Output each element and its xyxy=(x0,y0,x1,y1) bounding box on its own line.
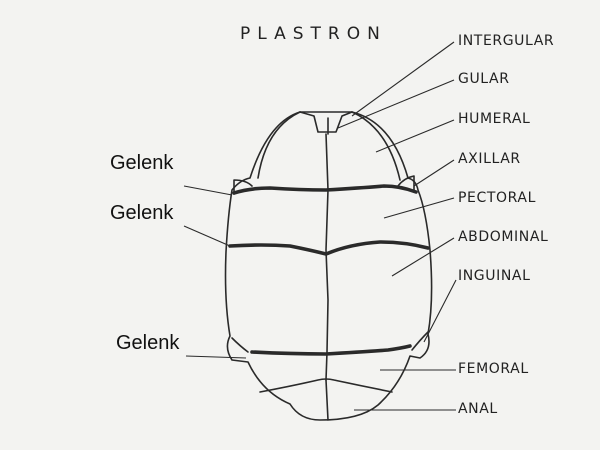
hinge-line-2 xyxy=(228,240,430,256)
leader-axillar xyxy=(413,159,455,187)
leader-gelenk-1 xyxy=(183,185,233,196)
leader-inguinal xyxy=(423,279,457,343)
label-femoral: FEMORAL xyxy=(458,361,529,377)
leader-pectoral xyxy=(383,197,455,219)
label-intergular: INTERGULAR xyxy=(458,33,555,49)
axillar-right xyxy=(397,175,415,193)
leader-intergular xyxy=(351,41,455,117)
leader-abdominal xyxy=(391,237,455,277)
humeral-boundary-right xyxy=(351,111,401,181)
humeral-boundary-left xyxy=(257,111,301,179)
inguinal-right xyxy=(411,331,429,351)
label-abdominal: ABDOMINAL xyxy=(458,229,549,245)
femoral-anal-boundary xyxy=(259,378,393,393)
hinge-label-1: Gelenk xyxy=(110,152,174,174)
anal-division xyxy=(325,379,329,421)
label-humeral: HUMERAL xyxy=(458,111,531,127)
label-inguinal: INGUINAL xyxy=(458,268,531,284)
midline xyxy=(325,133,329,381)
hinge-line-1 xyxy=(232,184,418,195)
hinge-line-3 xyxy=(250,344,412,356)
gular-scute xyxy=(299,111,353,133)
leader-gular xyxy=(337,79,455,129)
hinge-label-2: Gelenk xyxy=(110,202,174,224)
leader-gelenk-3 xyxy=(185,355,247,359)
inguinal-left xyxy=(231,337,249,353)
hinge-label-3: Gelenk xyxy=(116,332,180,354)
diagram-title: PLASTRON xyxy=(240,24,387,44)
label-anal: ANAL xyxy=(458,401,498,417)
leader-humeral xyxy=(375,119,455,153)
plastron-outline xyxy=(224,111,433,421)
label-pectoral: PECTORAL xyxy=(458,190,536,206)
leader-gelenk-2 xyxy=(183,225,231,247)
label-axillar: AXILLAR xyxy=(458,151,521,167)
label-gular: GULAR xyxy=(458,71,510,87)
